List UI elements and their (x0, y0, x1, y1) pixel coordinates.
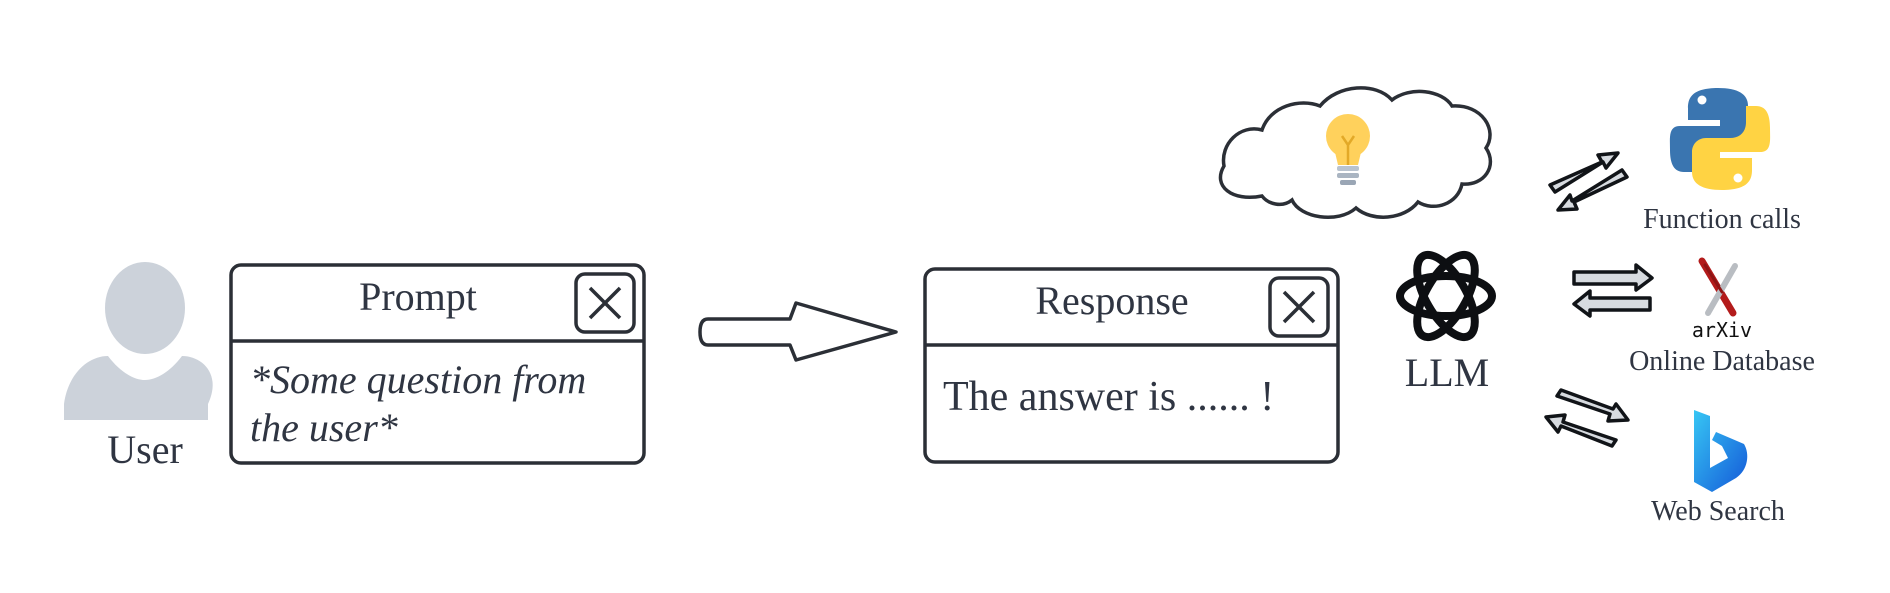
tool-label-function-calls: Function calls (1643, 204, 1801, 235)
exchange-arrows-database (1572, 263, 1654, 318)
tool-function-calls: Function calls (1643, 88, 1801, 235)
arxiv-logo-text: arXiv (1692, 318, 1752, 342)
user-label: User (107, 427, 183, 472)
prompt-text-line1: *Some question from (250, 357, 586, 402)
flow-arrow (698, 301, 898, 362)
prompt-close-button[interactable] (574, 272, 636, 334)
user-figure: User (64, 262, 213, 472)
prompt-window: Prompt *Some question from the user* (229, 263, 646, 465)
tool-label-online-database: Online Database (1629, 346, 1815, 377)
close-icon (588, 286, 622, 320)
openai-logo-icon (1396, 250, 1496, 342)
response-close-button[interactable] (1268, 276, 1330, 338)
python-icon (1669, 88, 1771, 190)
response-title: Response (1035, 278, 1188, 323)
arxiv-icon: arXiv (1692, 257, 1752, 342)
response-text: The answer is ...... ! (943, 374, 1274, 420)
exchange-arrows-search (1544, 388, 1630, 448)
close-icon (1282, 290, 1316, 324)
lightbulb-icon (1326, 114, 1370, 185)
prompt-title: Prompt (359, 274, 477, 319)
exchange-arrows-function (1548, 151, 1629, 212)
bing-icon (1694, 410, 1748, 492)
response-window: Response The answer is ...... ! (923, 267, 1340, 464)
tool-online-database: arXiv Online Database (1629, 257, 1815, 377)
llm-label: LLM (1405, 350, 1489, 395)
thought-cloud (1218, 86, 1493, 220)
prompt-text-line2: the user* (250, 405, 398, 450)
user-silhouette-icon (64, 262, 213, 420)
llm-node: LLM (1396, 250, 1496, 395)
tool-label-web-search: Web Search (1651, 496, 1785, 527)
tool-web-search: Web Search (1651, 410, 1785, 527)
